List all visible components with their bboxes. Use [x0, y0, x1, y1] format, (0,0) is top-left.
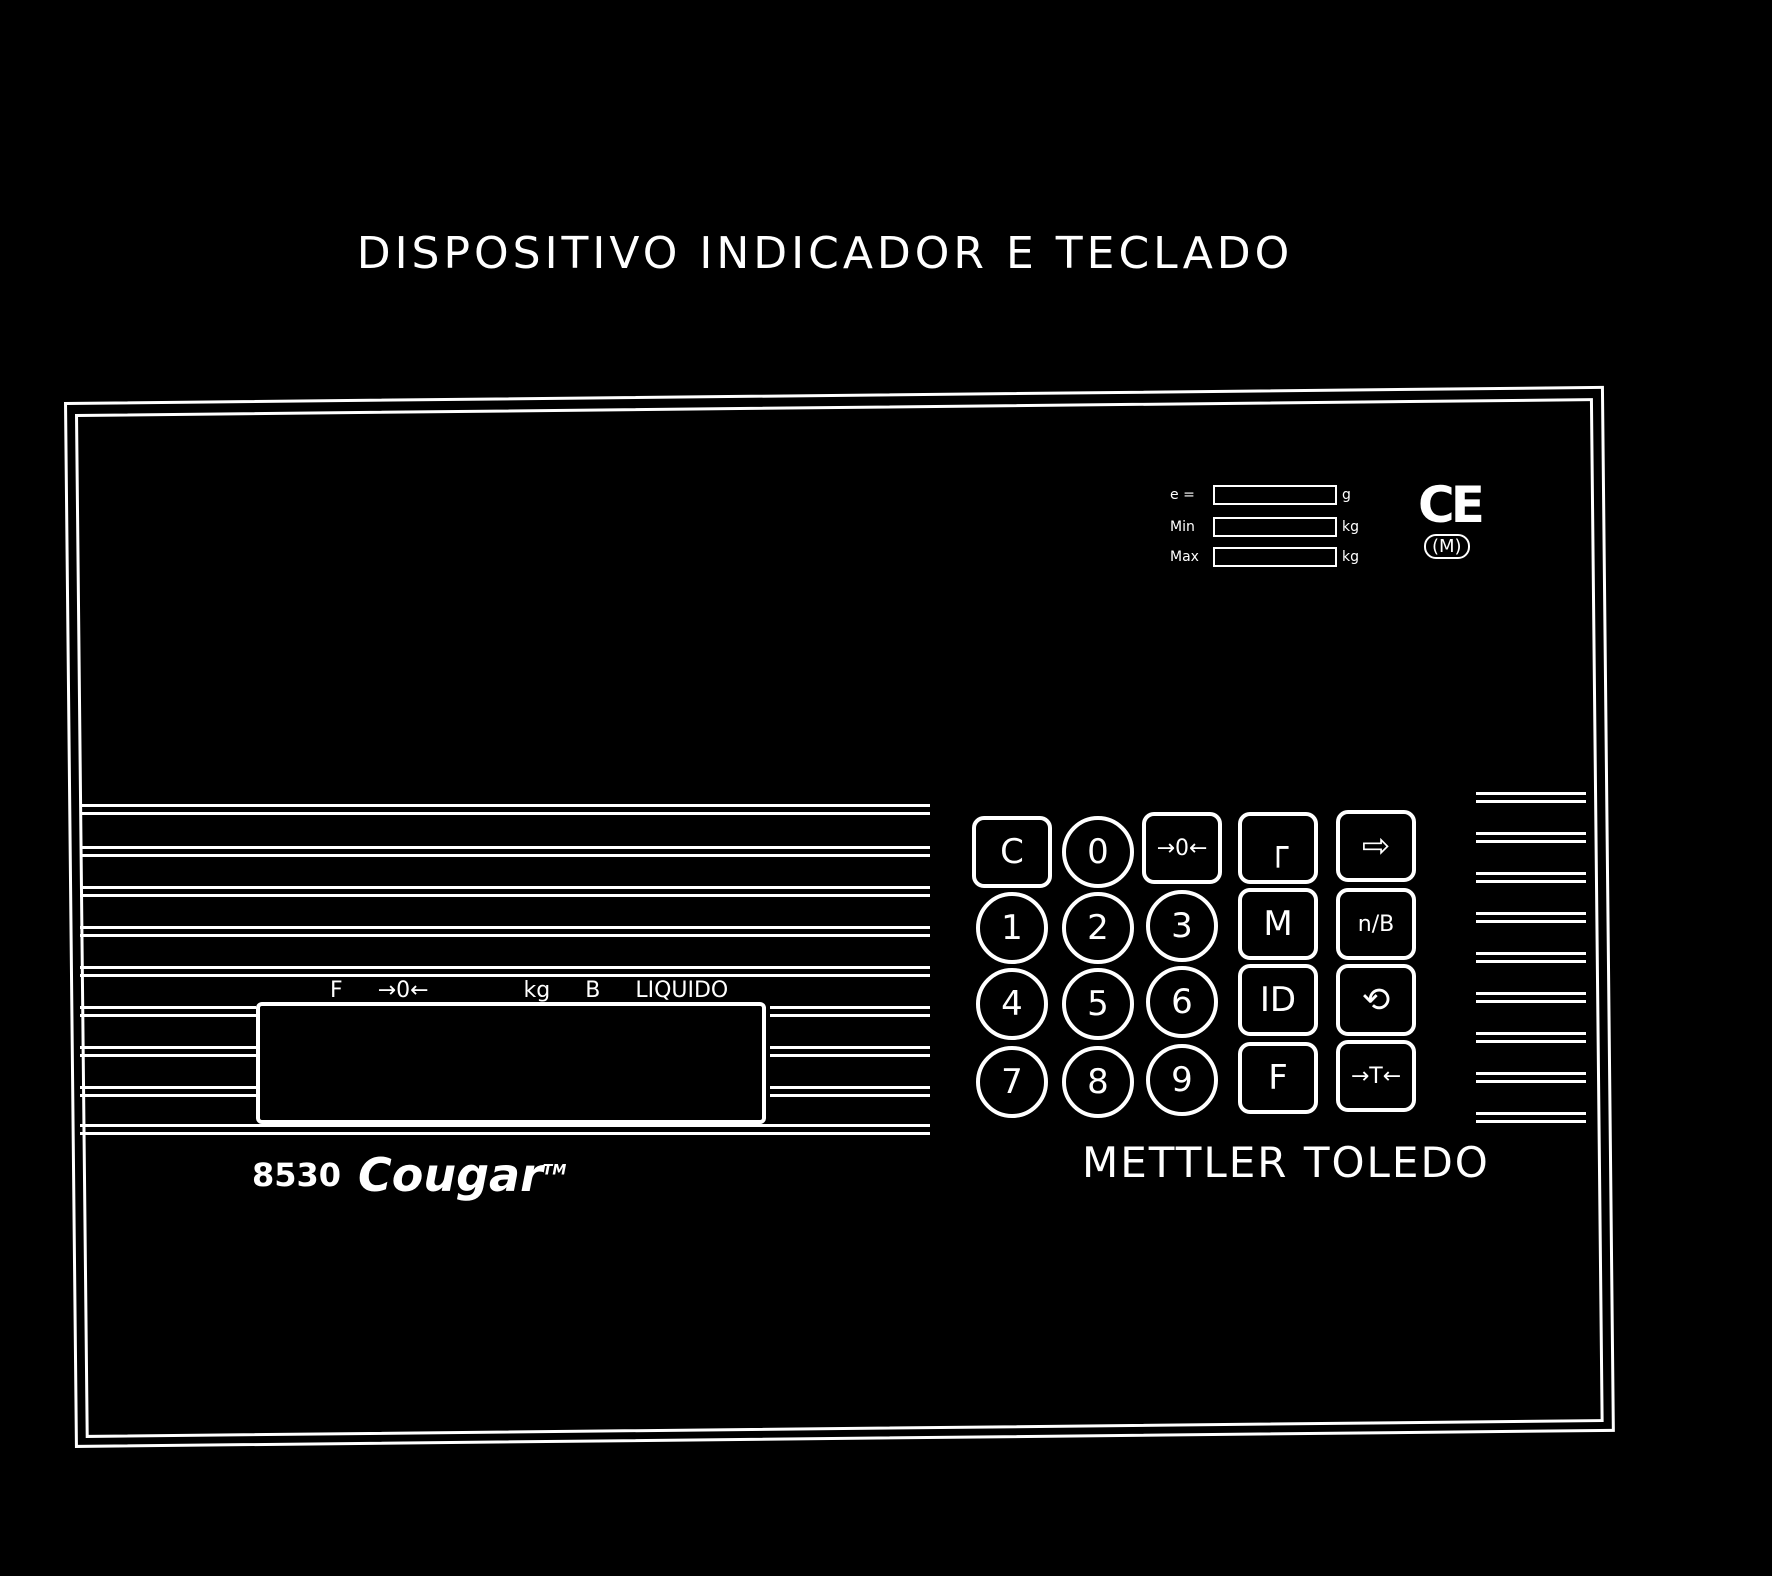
print-key[interactable]: ┌	[1238, 812, 1318, 884]
key-4[interactable]: 4	[976, 968, 1048, 1040]
memory-key[interactable]: M	[1238, 888, 1318, 960]
metrology-mark: (M)	[1424, 534, 1470, 559]
ce-mark: CE	[1418, 476, 1485, 534]
key-8[interactable]: 8	[1062, 1046, 1134, 1118]
indicator-kg: kg	[523, 978, 551, 1003]
function-key[interactable]: F	[1238, 1042, 1318, 1114]
plate-row-min: Min kg	[1170, 516, 1359, 538]
key-9[interactable]: 9	[1146, 1044, 1218, 1116]
key-1[interactable]: 1	[976, 892, 1048, 964]
key-5[interactable]: 5	[1062, 968, 1134, 1040]
switch-key[interactable]: ⟲	[1336, 964, 1416, 1036]
key-7[interactable]: 7	[976, 1046, 1048, 1118]
plate-field	[1213, 517, 1337, 537]
indicator-b: B	[585, 978, 601, 1003]
logo-tm: TM	[542, 1162, 567, 1179]
plate-label: e =	[1170, 487, 1195, 503]
plate-label: Max	[1170, 549, 1199, 565]
plate-field	[1213, 547, 1337, 567]
indicator-f: F	[330, 978, 343, 1003]
tare-key[interactable]: →T←	[1336, 1040, 1416, 1112]
indicator-zero: →0←	[377, 978, 429, 1003]
model-number: 8530	[252, 1156, 342, 1194]
plate-unit: kg	[1342, 519, 1359, 535]
plate-row-max: Max kg	[1170, 546, 1359, 568]
transfer-key[interactable]: ⇨	[1336, 810, 1416, 882]
zero-key[interactable]: →0←	[1142, 812, 1222, 884]
key-2[interactable]: 2	[1062, 892, 1134, 964]
weight-display	[256, 1002, 766, 1124]
net-gross-key[interactable]: n/B	[1336, 888, 1416, 960]
page-title: DISPOSITIVO INDICADOR E TECLADO	[356, 228, 1294, 279]
key-3[interactable]: 3	[1146, 890, 1218, 962]
plate-label: Min	[1170, 519, 1195, 535]
id-key[interactable]: ID	[1238, 964, 1318, 1036]
key-6[interactable]: 6	[1146, 966, 1218, 1038]
plate-field	[1213, 485, 1337, 505]
plate-row-e: e = g	[1170, 484, 1351, 506]
display-indicators: F →0← kg B LIQUIDO	[330, 978, 756, 1004]
brand-name: METTLER TOLEDO	[1082, 1138, 1490, 1187]
clear-key[interactable]: C	[972, 816, 1052, 888]
logo-text: Cougar	[358, 1148, 543, 1202]
right-stripes	[1476, 0, 1588, 1576]
left-stripes	[80, 0, 930, 1576]
indicator-liquido: LIQUIDO	[635, 978, 729, 1003]
plate-unit: kg	[1342, 549, 1359, 565]
plate-unit: g	[1342, 487, 1351, 503]
product-logo: CougarTM	[358, 1148, 566, 1202]
key-0[interactable]: 0	[1062, 816, 1134, 888]
